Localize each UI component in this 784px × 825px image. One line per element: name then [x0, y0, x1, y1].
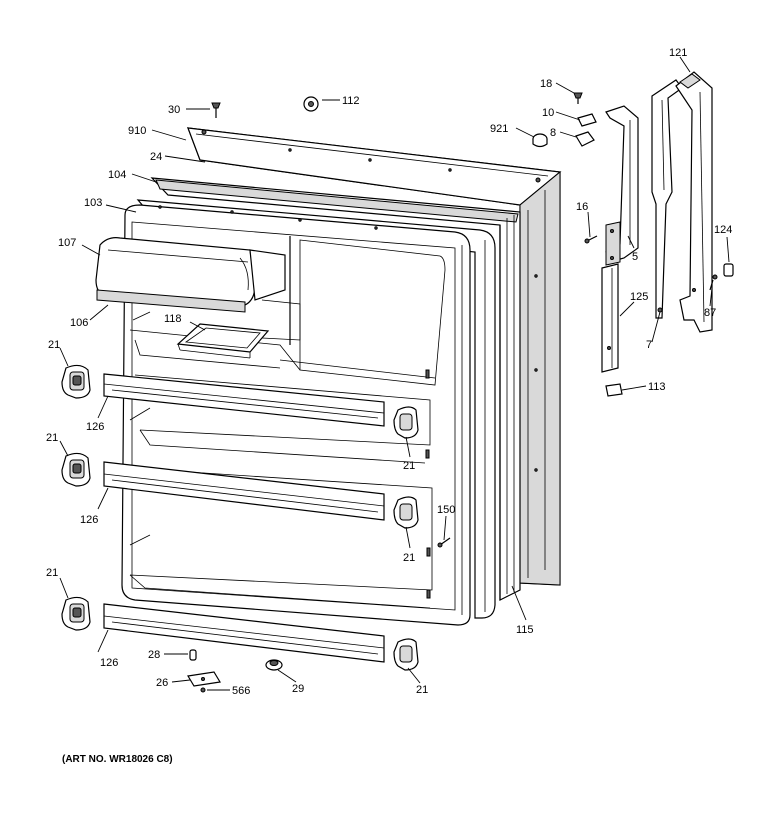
label-28: [189, 649, 197, 661]
butter-tray: [176, 323, 270, 359]
screw-566: [200, 687, 206, 693]
channel-125: [601, 263, 619, 373]
end-cap-right-3: [393, 638, 419, 671]
leader-lines: [59, 56, 730, 691]
callout-10: 10: [542, 107, 554, 119]
callout-7: 7: [646, 339, 652, 351]
callout-26: 26: [156, 677, 168, 689]
callout-8: 8: [550, 127, 556, 139]
callout-24: 24: [150, 151, 162, 163]
callout-29: 29: [292, 683, 304, 695]
end-cap-left-1: [61, 364, 91, 399]
end-cap-left-2: [61, 452, 91, 487]
shelf-bar-middle: [103, 461, 385, 521]
callout-103: 103: [84, 197, 102, 209]
callout-87: 87: [704, 307, 716, 319]
callout-104: 104: [108, 169, 126, 181]
bushing-10: [577, 113, 597, 127]
plug-29: [265, 659, 283, 671]
callout-30: 30: [168, 104, 180, 116]
callout-125: 125: [630, 291, 648, 303]
hinge-strap-121: [675, 71, 713, 333]
plug-112: [303, 96, 319, 112]
callout-18: 18: [540, 78, 552, 90]
door-gasket: [150, 177, 521, 601]
callout-labels: 30 112 910 24 104 103 107 106 118 21 21 …: [46, 47, 732, 765]
callout-566: 566: [232, 685, 250, 697]
cap-8: [575, 131, 595, 147]
end-cap-left-3: [61, 596, 91, 631]
upper-compartment: [129, 236, 446, 386]
art-number: (ART NO. WR18026 C8): [62, 754, 173, 765]
callout-118: 118: [164, 313, 182, 325]
cap-921: [532, 133, 548, 148]
screw-18: [573, 92, 583, 104]
shelf-bar-upper: [103, 373, 385, 427]
callout-28: 28: [148, 649, 160, 661]
callout-113: 113: [648, 381, 666, 393]
dairy-door: [95, 237, 286, 313]
callout-921: 921: [490, 123, 508, 135]
callout-21-right-1: 21: [403, 460, 415, 472]
callout-126-upper: 126: [86, 421, 104, 433]
callout-21-left-1: 21: [48, 339, 60, 351]
callout-21-right-3: 21: [416, 684, 428, 696]
hinge-bracket-5: [605, 105, 639, 266]
screw-16: [584, 235, 598, 244]
stop-113: [605, 383, 623, 397]
callout-21-left-3: 21: [46, 567, 58, 579]
callout-150: 150: [437, 504, 455, 516]
door-shelves: [127, 311, 433, 609]
end-cap-right-1: [393, 406, 419, 439]
callout-16: 16: [576, 201, 588, 213]
callout-910: 910: [128, 125, 146, 137]
outer-door-panel: [187, 127, 562, 586]
callout-126-lower: 126: [100, 657, 118, 669]
callout-121: 121: [669, 47, 687, 59]
callout-107: 107: [58, 237, 76, 249]
callout-124: 124: [714, 224, 732, 236]
screw-150: [437, 537, 451, 548]
callout-115: 115: [516, 624, 534, 636]
callout-126-middle: 126: [80, 514, 98, 526]
clip-124: [723, 263, 734, 277]
callout-21-left-2: 21: [46, 432, 58, 444]
callout-112: 112: [342, 95, 360, 107]
screw-30: [211, 102, 221, 118]
screw-87: [709, 274, 718, 291]
plate-26: [187, 671, 221, 687]
shelf-bar-lower: [103, 603, 385, 663]
hinge-strap-7: [651, 79, 683, 319]
callout-106: 106: [70, 317, 88, 329]
callout-5: 5: [632, 251, 638, 263]
end-cap-right-2: [393, 496, 419, 529]
callout-21-right-2: 21: [403, 552, 415, 564]
